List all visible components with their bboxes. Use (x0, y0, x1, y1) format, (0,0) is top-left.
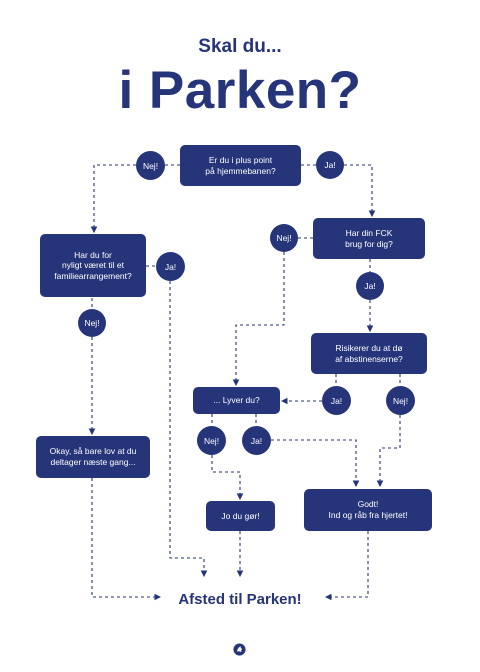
outcome-yes-you-do: Jo du gør! (206, 501, 275, 531)
question-family-event: Har du for nyligt været til et familiear… (40, 234, 146, 297)
answer-no-q4: Nej! (386, 386, 415, 415)
outcome-good-shout: Godt! Ind og råb fra hjertet! (304, 489, 432, 531)
answer-no-q1: Nej! (136, 151, 165, 180)
answer-no-q5: Nej! (197, 426, 226, 455)
answer-yes-q5: Ja! (242, 426, 271, 455)
answer-yes-q2: Ja! (156, 252, 185, 281)
answer-no-q2: Nej! (78, 309, 106, 337)
question-plus-point: Er du i plus point på hjemmebanen? (180, 145, 301, 186)
answer-no-q3: Nej! (270, 224, 298, 252)
page-title: i Parken? (118, 61, 362, 120)
answer-yes-q3: Ja! (356, 272, 384, 300)
fck-crest-icon (233, 643, 246, 656)
subtitle: Skal du... (198, 36, 282, 57)
answer-yes-q4: Ja! (322, 386, 351, 415)
question-withdrawal: Risikerer du at dø af abstinenserne? (311, 333, 427, 374)
end-destination: Afsted til Parken! (178, 591, 302, 608)
outcome-promise-next-time: Okay, så bare lov at du deltager næste g… (36, 436, 150, 478)
question-lying: ... Lyver du? (193, 387, 280, 414)
answer-yes-q1: Ja! (316, 151, 344, 179)
question-fck-needs-you: Har din FCK brug for dig? (313, 218, 425, 259)
